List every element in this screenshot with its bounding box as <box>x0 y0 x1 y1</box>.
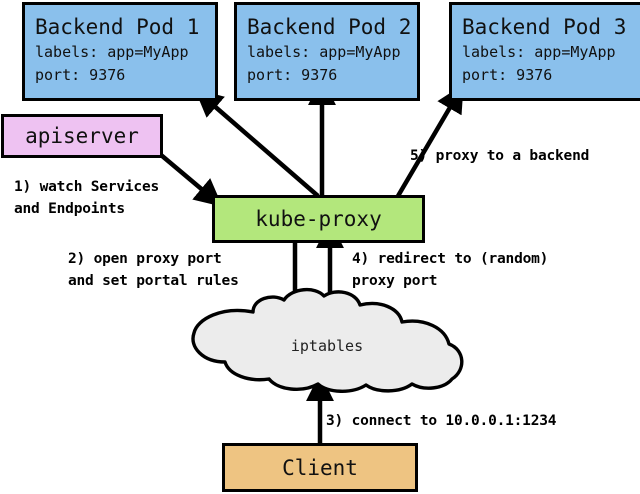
kubeproxy-node[interactable]: kube-proxy <box>212 195 425 243</box>
step-1-line-2: and Endpoints <box>14 201 125 217</box>
backend-pod-2[interactable]: Backend Pod 2 labels: app=MyApp port: 93… <box>234 2 420 101</box>
step-3-line-1: 3) connect to 10.0.0.1:1234 <box>326 413 557 429</box>
pod-1-port: port: 9376 <box>35 66 126 84</box>
step-4-annotation: 4) redirect to (random) proxy port <box>352 248 548 292</box>
step-1-annotation: 1) watch Services and Endpoints <box>14 176 159 220</box>
kubeproxy-label: kube-proxy <box>255 207 382 231</box>
pod-3-port: port: 9376 <box>462 66 553 84</box>
client-label: Client <box>282 455 358 480</box>
pod-1-labels: labels: app=MyApp <box>35 43 189 61</box>
arrow-kubeproxy-to-pod1 <box>194 88 320 198</box>
pod-3-title: Backend Pod 3 <box>462 15 627 39</box>
step-2-line-1: 2) open proxy port <box>68 251 222 267</box>
step-1-line-1: 1) watch Services <box>14 179 160 195</box>
pod-1-title: Backend Pod 1 <box>35 15 200 39</box>
pod-2-title: Backend Pod 2 <box>247 15 412 39</box>
pod-2-labels: labels: app=MyApp <box>247 43 401 61</box>
step-5-line-1: 5) proxy to a backend <box>410 148 590 164</box>
step-3-annotation: 3) connect to 10.0.0.1:1234 <box>326 410 557 432</box>
pod-2-port: port: 9376 <box>247 66 338 84</box>
pod-3-labels: labels: app=MyApp <box>462 43 616 61</box>
apiserver-label: apiserver <box>25 124 139 148</box>
client-node[interactable]: Client <box>222 443 418 492</box>
arrow-apiserver-to-kubeproxy <box>159 153 223 207</box>
backend-pod-3[interactable]: Backend Pod 3 labels: app=MyApp port: 93… <box>449 2 640 101</box>
iptables-label: iptables <box>290 337 364 355</box>
step-4-line-2: proxy port <box>352 273 438 289</box>
step-4-line-1: 4) redirect to (random) <box>352 251 549 267</box>
apiserver-node[interactable]: apiserver <box>1 114 163 158</box>
backend-pod-1[interactable]: Backend Pod 1 labels: app=MyApp port: 93… <box>22 2 218 101</box>
step-2-annotation: 2) open proxy port and set portal rules <box>68 248 239 292</box>
step-5-annotation: 5) proxy to a backend <box>410 145 589 167</box>
step-2-line-2: and set portal rules <box>68 273 239 289</box>
